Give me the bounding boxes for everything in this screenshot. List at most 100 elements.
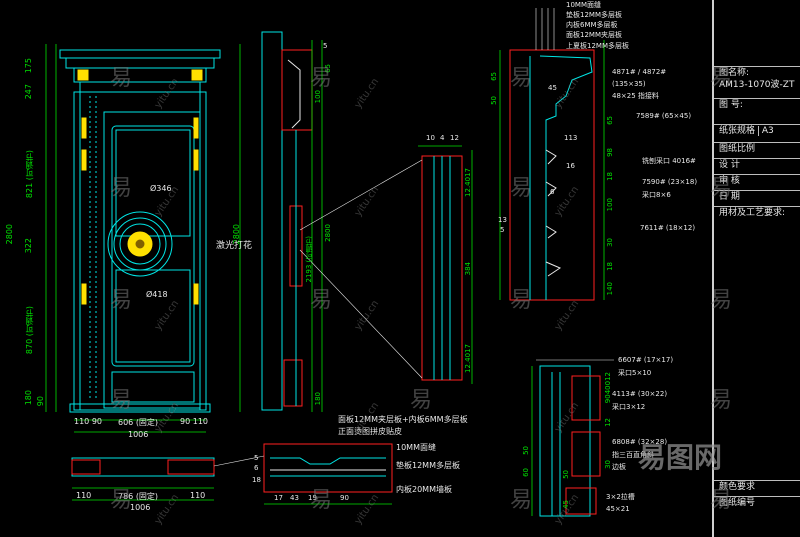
side-section (261, 31, 323, 412)
side-dim-180: 180 (314, 392, 322, 406)
part-7590: 7590# (23×18) (642, 178, 698, 186)
ornament-pilaster-left-mid (81, 149, 87, 171)
dim-870: 870 (可调节) (25, 306, 34, 355)
tb-review: 审 核 (713, 174, 800, 188)
panel-dim-90: 90 (340, 494, 349, 502)
mould-dim-r98: 98 (606, 148, 614, 157)
panel-note-1: 面板12MM夹层板+内板6MM多层板 (338, 415, 468, 424)
dim-2800-left: 2800 (5, 224, 14, 245)
dim-247: 247 (24, 84, 33, 100)
tb-material: 用材及工艺要求: (713, 206, 800, 220)
door-elevation (59, 49, 221, 413)
watermark-logo: 易 (110, 388, 133, 413)
door-medallion-inner (119, 223, 161, 265)
door-panel-outline (111, 125, 195, 367)
watermark-logo: 易 (710, 488, 733, 513)
dim-bottom-mid: 606 (固定) (118, 418, 159, 427)
door-panel-bottom (115, 269, 191, 363)
panel-note-3: 10MM面缝 (396, 443, 436, 452)
mould-dim-50: 50 (490, 96, 498, 105)
diameter-inner: Ø418 (146, 290, 168, 299)
tb-paper-size: 纸张规格 A3 (713, 124, 800, 138)
tb-paper-size-value: A3 (757, 126, 774, 136)
mould-dim-r30: 30 (606, 238, 614, 247)
watermark-logo: 易 (510, 488, 533, 513)
layer-label-2: 垫板12MM多层板 (566, 11, 622, 19)
dim-bottom-left: 110 90 (74, 417, 102, 426)
ornament-corner-left (77, 69, 89, 81)
panel-section (213, 443, 393, 505)
panel-dim-43: 43 (290, 494, 299, 502)
panel-section-box (263, 443, 393, 493)
tb-drawing-name-value: AM13-1070波-ZT (719, 80, 795, 90)
small-part-6808: 6808# (32×28) (612, 438, 668, 446)
layer-label-1: 10MM面缝 (566, 1, 601, 9)
mould-dim-r140: 140 (606, 282, 614, 296)
layer-label-5: 上夏板12MM多层板 (566, 42, 629, 50)
side-dim-2800: 2800 (324, 224, 332, 242)
tb-material-label: 用材及工艺要求: (719, 208, 786, 218)
plan-dim-110-right: 110 (190, 491, 206, 500)
dim-322: 322 (24, 238, 33, 254)
mould-dim-16: 16 (566, 162, 575, 170)
watermark-logo: 易 (310, 66, 333, 91)
panel-dim-5: 5 (254, 454, 259, 462)
door-crown (59, 49, 221, 59)
jamb-dim-384: 384 (464, 262, 472, 276)
ornament-pilaster-right-mid (193, 149, 199, 171)
side-dim-100: 100 (314, 90, 322, 104)
door-base (69, 403, 211, 413)
mould-dim-6: 6 (550, 188, 555, 196)
tb-review-label: 审 核 (719, 176, 740, 186)
dim-180: 180 (24, 390, 33, 406)
door-cornice (65, 57, 215, 69)
ornament-pilaster-left-top (81, 117, 87, 139)
ornament-corner-right (191, 69, 203, 81)
small-part-45x21: 45×21 (606, 505, 630, 513)
plan-dim-786: 786 (固定) (118, 492, 159, 501)
ornament-rosette-center (134, 238, 146, 250)
jamb-dim-upper: 12.4017 (464, 168, 472, 197)
tb-drawing-no-label: 图 号: (719, 100, 743, 110)
jamb-dim-12: 12 (450, 134, 459, 142)
door-panel-top (115, 129, 191, 237)
small-dim-30: 30 (604, 460, 612, 469)
part-caikou-8x6: 采口8×6 (642, 191, 671, 199)
part-135x35: (135×35) (612, 80, 646, 88)
dim-175: 175 (24, 58, 33, 74)
layer-label-4: 面板12MM夹层板 (566, 31, 622, 39)
door-medallion-outer (107, 211, 173, 277)
jamb-dim-4: 4 (440, 134, 445, 142)
small-part-4113: 4113# (30×22) (612, 390, 668, 398)
watermark-logo: 易 (710, 176, 733, 201)
panel-dim-17: 17 (274, 494, 283, 502)
tb-drawing-name-label: 图名称: (719, 68, 750, 78)
ornament-pilaster-right-low (193, 283, 199, 305)
watermark-logo: 易 (710, 66, 733, 91)
mould-dim-45: 45 (548, 84, 557, 92)
small-part-caikou-5x10: 采口5×10 (618, 369, 652, 377)
title-block: 图名称: AM13-1070波-ZT 图 号: 纸张规格 A3 图纸比例 设 计… (712, 0, 800, 537)
small-dim-12: 12 (604, 418, 612, 427)
door-dimensions (45, 44, 241, 433)
watermark-logo: 易 (510, 66, 533, 91)
tb-color-req-label: 颜色要求 (719, 482, 756, 492)
dim-90: 90 (36, 396, 45, 407)
small-detail (531, 359, 614, 517)
small-part-jiao: 指三百直角斜 (612, 451, 654, 459)
section-marker-bottom (283, 359, 303, 407)
panel-note-2: 正面烫图拼皮贴皮 (338, 427, 402, 436)
small-part-6607: 6607# (17×17) (618, 356, 674, 364)
ornament-pilaster-left-low (81, 283, 87, 305)
door-medallion-ring (113, 217, 167, 271)
plan-dim-110-left: 110 (76, 491, 92, 500)
watermark-logo: 易 (510, 288, 533, 313)
tb-drawing-code: 图纸编号 (713, 496, 800, 510)
tb-color-req: 颜色要求 (713, 480, 800, 494)
panel-profile (270, 457, 386, 465)
side-dim-top: 5 (323, 42, 328, 50)
watermark-brand-large: 易图网 (638, 441, 723, 474)
tb-design-label: 设 计 (719, 160, 740, 170)
